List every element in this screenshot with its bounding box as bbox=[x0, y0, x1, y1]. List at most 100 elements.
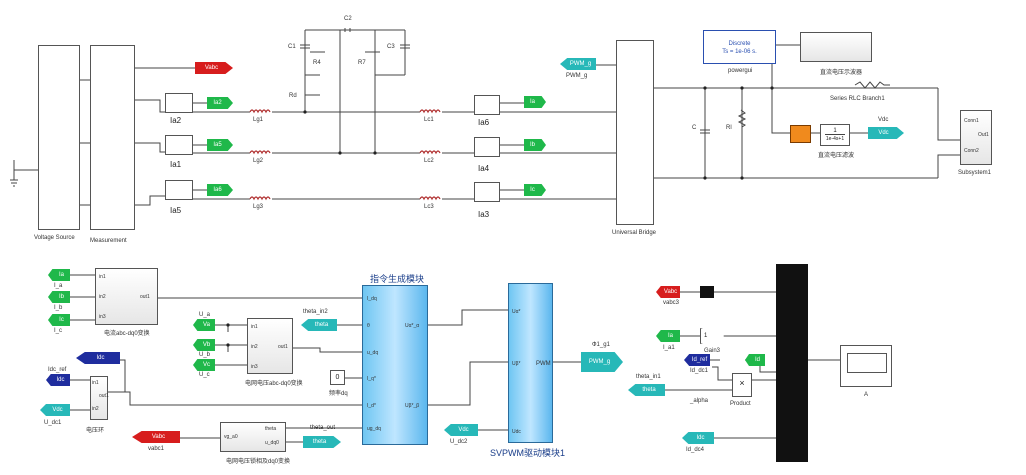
goto-ia[interactable]: Ia bbox=[524, 96, 546, 108]
svpwm-block[interactable]: Uα* Uβ* Udc PWM bbox=[508, 283, 553, 443]
port-v-in1: in1 bbox=[251, 324, 258, 330]
theta-out-label: theta_out bbox=[310, 425, 336, 431]
pll-block[interactable]: vg_a0 theta u_dq0 bbox=[220, 422, 286, 452]
product-label: Product bbox=[730, 401, 751, 407]
terminator-block[interactable] bbox=[700, 286, 714, 298]
port-in3: in3 bbox=[99, 314, 106, 320]
command-generation-block[interactable]: I_dq θ u_dq I_q* I_d* ug_dq Uα*_α Uβ*_β bbox=[362, 285, 428, 445]
cmd-port-idq: I_dq bbox=[367, 296, 377, 302]
powergui-mode: Discrete bbox=[728, 41, 751, 47]
from-pwm-g[interactable]: PWM_g bbox=[560, 58, 596, 70]
ia6-sum-block[interactable] bbox=[474, 95, 500, 115]
from-ia-scope[interactable]: Ia bbox=[656, 330, 680, 342]
constant-block[interactable]: 0 bbox=[330, 370, 345, 385]
from-vb[interactable]: Vb bbox=[193, 339, 215, 351]
powergui-block[interactable]: Discrete Ts = 1e-06 s. bbox=[703, 30, 776, 64]
lc1-label: Lc1 bbox=[424, 117, 434, 123]
cmd-port-theta: θ bbox=[367, 323, 370, 329]
from-vabc-3[interactable]: Vabc bbox=[656, 286, 680, 298]
port-out1: out1 bbox=[140, 294, 150, 300]
vabc3-label: vabc3 bbox=[663, 300, 680, 306]
pll-port-udq: u_dq0 bbox=[265, 440, 279, 446]
from-vabc-2[interactable]: Vabc bbox=[132, 431, 180, 443]
from-idc-dark[interactable]: Idc bbox=[46, 374, 70, 386]
gain-value: 1 bbox=[704, 333, 708, 339]
tf-denominator: 1e-4s+1 bbox=[825, 136, 845, 142]
from-vdc-1[interactable]: Vdc bbox=[40, 404, 70, 416]
from-vdc-2[interactable]: Vdc bbox=[444, 424, 478, 436]
ia4-label: Ia4 bbox=[478, 164, 490, 173]
ia4-sum-block[interactable] bbox=[474, 137, 500, 157]
from-va[interactable]: Va bbox=[193, 319, 215, 331]
measurement-label: Measurement bbox=[90, 238, 127, 244]
goto-theta[interactable]: theta bbox=[303, 436, 341, 448]
cap-c-label: C bbox=[692, 125, 697, 131]
grid-voltage-abc-dq-block[interactable]: in1 in2 in3 out1 bbox=[247, 318, 293, 374]
port-v-in3: in3 bbox=[251, 364, 258, 370]
ia5-sum-block[interactable] bbox=[165, 180, 193, 200]
dc-voltage-scope-label: 直流电压示波器 bbox=[820, 70, 863, 76]
pll-port-in: vg_a0 bbox=[224, 434, 238, 440]
from-vc[interactable]: Vc bbox=[193, 359, 215, 371]
dc-filter-tf-block[interactable]: 1 1e-4s+1 bbox=[820, 124, 850, 146]
from-ib[interactable]: Ib bbox=[48, 291, 70, 303]
current-abc-dq-block[interactable]: in1 in2 in3 out1 bbox=[95, 268, 158, 325]
grid-voltage-abc-dq-label: 电网电压abc-dq0变换 bbox=[245, 381, 303, 387]
label-i-a: I_a bbox=[54, 283, 63, 289]
universal-bridge-label: Universal Bridge bbox=[612, 230, 657, 236]
goto-ia5[interactable]: Ia5 bbox=[207, 139, 233, 151]
dc-voltage-scope-block[interactable] bbox=[800, 32, 872, 62]
i-a1-label: I_a1 bbox=[663, 345, 675, 351]
pll-label: 电网电压锁相及dq0变换 bbox=[226, 459, 291, 465]
lg2-label: Lg2 bbox=[253, 158, 264, 164]
from-idc-scope[interactable]: Idc bbox=[682, 432, 714, 444]
voltage-source-block[interactable] bbox=[38, 45, 80, 230]
svpwm-title: SVPWM驱动模块1 bbox=[490, 448, 566, 458]
scope-block[interactable] bbox=[840, 345, 892, 387]
subsystem-port-conn1: Conn1 bbox=[964, 118, 979, 124]
voltage-loop-label: 电压环 bbox=[86, 428, 105, 434]
pll-port-theta: theta bbox=[265, 426, 277, 432]
voltage-measurement-block[interactable] bbox=[790, 125, 811, 143]
ia2-sum-block[interactable] bbox=[165, 93, 193, 113]
measurement-block[interactable] bbox=[90, 45, 135, 230]
goto-vdc[interactable]: Vdc bbox=[868, 127, 904, 139]
port-v-out1: out1 bbox=[278, 344, 288, 350]
from-id[interactable]: Id bbox=[745, 354, 765, 366]
from-idc-ref[interactable]: Idc bbox=[76, 352, 120, 364]
goto-ic[interactable]: Ic bbox=[524, 184, 546, 196]
from-theta-1[interactable]: theta bbox=[301, 319, 337, 331]
goto-ia6[interactable]: Ia6 bbox=[207, 184, 233, 196]
pi-port-in2: in2 bbox=[92, 406, 99, 412]
goto-vabc[interactable]: Vabc bbox=[195, 62, 233, 74]
from-ic[interactable]: Ic bbox=[48, 314, 70, 326]
lc2-label: Lc2 bbox=[424, 158, 434, 164]
c1-label: C1 bbox=[288, 44, 296, 50]
current-abc-dq-label: 电流abc-dq0变换 bbox=[104, 331, 150, 337]
mux-bar[interactable] bbox=[776, 264, 808, 462]
goto-pwm-g[interactable]: PWM_g bbox=[581, 352, 623, 372]
ia1-sum-block[interactable] bbox=[165, 135, 193, 155]
product-sign: × bbox=[739, 378, 745, 388]
voltage-loop-pi-block[interactable]: in1 in2 out1 bbox=[90, 376, 109, 420]
vdc-goto-label: Vdc bbox=[878, 117, 889, 123]
goto-ia2[interactable]: Ia2 bbox=[207, 97, 233, 109]
from-id-ref[interactable]: Id_ref bbox=[684, 354, 710, 366]
goto-ib[interactable]: Ib bbox=[524, 139, 546, 151]
from-ia[interactable]: Ia bbox=[48, 269, 70, 281]
u-dc1-label: U_dc1 bbox=[44, 420, 62, 426]
c2-label: C2 bbox=[344, 16, 352, 22]
from-theta-2[interactable]: theta bbox=[628, 384, 665, 396]
subsystem1-block[interactable]: Conn1 Conn2 Out1 bbox=[960, 110, 992, 165]
ia3-sum-block[interactable] bbox=[474, 182, 500, 202]
pi-port-in1: in1 bbox=[92, 380, 99, 386]
subsystem1-label: Subsystem1 bbox=[958, 170, 992, 176]
pi-port-out1: out1 bbox=[99, 393, 109, 399]
universal-bridge-block[interactable] bbox=[616, 40, 654, 225]
lg3-label: Lg3 bbox=[253, 204, 264, 210]
product-block[interactable]: × bbox=[732, 373, 752, 397]
port-v-in2: in2 bbox=[251, 344, 258, 350]
port-in2: in2 bbox=[99, 294, 106, 300]
cmd-port-ugdq: ug_dq bbox=[367, 426, 381, 432]
vabc1-label: vabc1 bbox=[148, 446, 165, 452]
